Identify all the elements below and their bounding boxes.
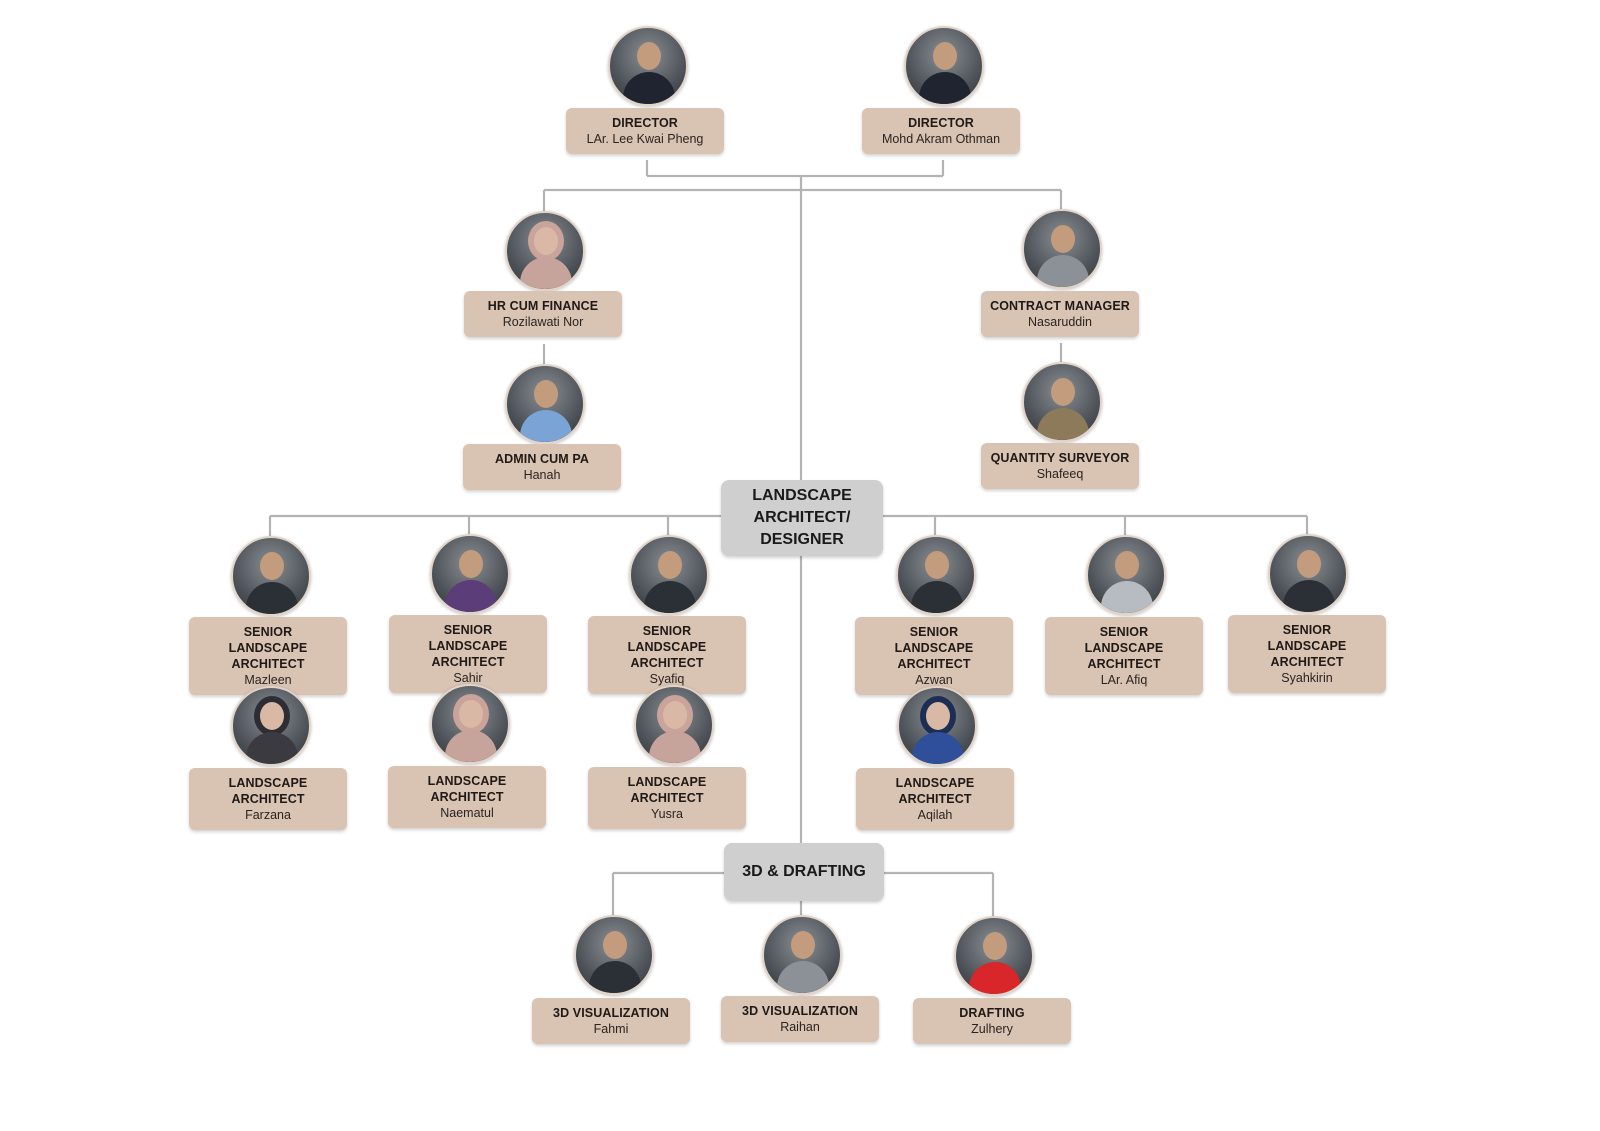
contract-manager-photo bbox=[1022, 209, 1102, 289]
architect-3-role: LANDSCAPE ARCHITECT bbox=[627, 775, 707, 805]
senior-1-card: SENIOR LANDSCAPE ARCHITECT Mazleen bbox=[189, 617, 347, 695]
senior-2-role: SENIOR LANDSCAPE ARCHITECT bbox=[428, 623, 508, 669]
landscape-department-box: LANDSCAPE ARCHITECT/ DESIGNER bbox=[721, 480, 883, 556]
quantity-surveyor-photo bbox=[1022, 362, 1102, 442]
architect-4-photo bbox=[897, 686, 977, 766]
director-2-role: DIRECTOR bbox=[908, 116, 974, 130]
senior-4-card: SENIOR LANDSCAPE ARCHITECT Azwan bbox=[855, 617, 1013, 695]
architect-2-card: LANDSCAPE ARCHITECT Naematul bbox=[388, 766, 546, 828]
director-1-role: DIRECTOR bbox=[612, 116, 678, 130]
drafting-1-photo bbox=[574, 915, 654, 995]
drafting-1-name: Fahmi bbox=[593, 1022, 629, 1036]
drafting-3-role: DRAFTING bbox=[959, 1006, 1025, 1020]
hr-card: HR CUM FINANCE Rozilawati Nor bbox=[464, 291, 622, 337]
admin-pa-role: ADMIN CUM PA bbox=[494, 452, 590, 466]
senior-1-role: SENIOR LANDSCAPE ARCHITECT bbox=[228, 625, 308, 671]
contract-manager-name: Nasaruddin bbox=[1028, 315, 1092, 329]
senior-3-role: SENIOR LANDSCAPE ARCHITECT bbox=[627, 624, 707, 670]
senior-2-name: Sahir bbox=[453, 671, 483, 685]
drafting-1-role: 3D VISUALIZATION bbox=[553, 1006, 669, 1020]
architect-4-card: LANDSCAPE ARCHITECT Aqilah bbox=[856, 768, 1014, 830]
drafting-3-card: DRAFTING Zulhery bbox=[913, 998, 1071, 1044]
drafting-1-card: 3D VISUALIZATION Fahmi bbox=[532, 998, 690, 1044]
contract-manager-role: CONTRACT MANAGER bbox=[990, 299, 1130, 313]
hr-name: Rozilawati Nor bbox=[502, 315, 584, 329]
director-1-name: LAr. Lee Kwai Pheng bbox=[586, 132, 704, 146]
drafting-2-name: Raihan bbox=[780, 1020, 820, 1034]
senior-2-card: SENIOR LANDSCAPE ARCHITECT Sahir bbox=[389, 615, 547, 693]
senior-4-role: SENIOR LANDSCAPE ARCHITECT bbox=[894, 625, 974, 671]
senior-1-name: Mazleen bbox=[244, 673, 292, 687]
senior-2-photo bbox=[430, 534, 510, 614]
senior-6-card: SENIOR LANDSCAPE ARCHITECT Syahkirin bbox=[1228, 615, 1386, 693]
architect-2-name: Naematul bbox=[440, 806, 494, 820]
hr-photo bbox=[505, 211, 585, 291]
drafting-2-photo bbox=[762, 915, 842, 995]
senior-3-photo bbox=[629, 535, 709, 615]
senior-5-role: SENIOR LANDSCAPE ARCHITECT bbox=[1084, 625, 1164, 671]
senior-4-name: Azwan bbox=[915, 673, 953, 687]
quantity-surveyor-card: QUANTITY SURVEYOR Shafeeq bbox=[981, 443, 1139, 489]
director-1-card: DIRECTOR LAr. Lee Kwai Pheng bbox=[566, 108, 724, 154]
architect-3-photo bbox=[634, 685, 714, 765]
senior-6-name: Syahkirin bbox=[1281, 671, 1333, 685]
admin-pa-name: Hanah bbox=[523, 468, 561, 482]
architect-1-role: LANDSCAPE ARCHITECT bbox=[228, 776, 308, 806]
senior-1-photo bbox=[231, 536, 311, 616]
director-2-name: Mohd Akram Othman bbox=[881, 132, 1001, 146]
director-2-card: DIRECTOR Mohd Akram Othman bbox=[862, 108, 1020, 154]
architect-4-role: LANDSCAPE ARCHITECT bbox=[895, 776, 975, 806]
senior-6-photo bbox=[1268, 534, 1348, 614]
senior-3-card: SENIOR LANDSCAPE ARCHITECT Syafiq bbox=[588, 616, 746, 694]
senior-4-photo bbox=[896, 535, 976, 615]
drafting-3-photo bbox=[954, 916, 1034, 996]
hr-role: HR CUM FINANCE bbox=[487, 299, 599, 313]
contract-manager-card: CONTRACT MANAGER Nasaruddin bbox=[981, 291, 1139, 337]
architect-2-photo bbox=[430, 684, 510, 764]
senior-5-photo bbox=[1086, 535, 1166, 615]
drafting-3-name: Zulhery bbox=[971, 1022, 1013, 1036]
drafting-department-box: 3D & DRAFTING bbox=[724, 843, 884, 901]
drafting-2-card: 3D VISUALIZATION Raihan bbox=[721, 996, 879, 1042]
senior-5-card: SENIOR LANDSCAPE ARCHITECT LAr. Afiq bbox=[1045, 617, 1203, 695]
senior-6-role: SENIOR LANDSCAPE ARCHITECT bbox=[1267, 623, 1347, 669]
admin-pa-photo bbox=[505, 364, 585, 444]
quantity-surveyor-role: QUANTITY SURVEYOR bbox=[990, 451, 1130, 465]
architect-3-name: Yusra bbox=[651, 807, 683, 821]
director-2-photo bbox=[904, 26, 984, 106]
senior-5-name: LAr. Afiq bbox=[1100, 673, 1148, 687]
admin-pa-card: ADMIN CUM PA Hanah bbox=[463, 444, 621, 490]
architect-4-name: Aqilah bbox=[917, 808, 953, 822]
director-1-photo bbox=[608, 26, 688, 106]
architect-1-photo bbox=[231, 686, 311, 766]
drafting-2-role: 3D VISUALIZATION bbox=[742, 1004, 858, 1018]
architect-1-card: LANDSCAPE ARCHITECT Farzana bbox=[189, 768, 347, 830]
quantity-surveyor-name: Shafeeq bbox=[1036, 467, 1084, 481]
senior-3-name: Syafiq bbox=[649, 672, 685, 686]
architect-3-card: LANDSCAPE ARCHITECT Yusra bbox=[588, 767, 746, 829]
architect-1-name: Farzana bbox=[245, 808, 291, 822]
architect-2-role: LANDSCAPE ARCHITECT bbox=[427, 774, 507, 804]
